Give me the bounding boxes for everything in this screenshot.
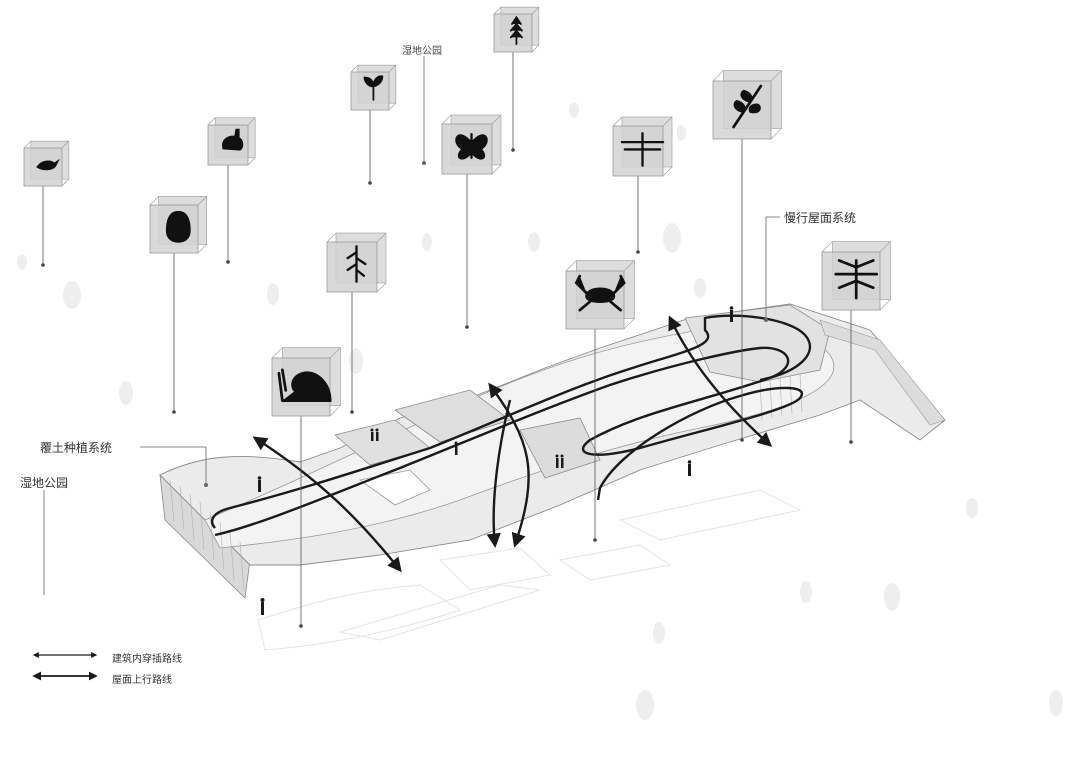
building-mass [159,303,946,599]
route-cross-arrows [252,315,773,573]
cube-front-face [493,13,533,53]
block-mid-3 [519,417,601,479]
arrow-center-2 [486,399,512,548]
cube-edges [712,70,782,140]
legend-item-interior-route: 建筑内穿插路线 [112,646,182,668]
species-cube-fern [821,241,891,444]
side-walkway [819,319,946,426]
species-cube-small-tree [326,232,387,414]
reed-icon [509,15,523,46]
snail-icon [277,368,332,402]
leader-dot [465,325,469,329]
leader-dot [299,624,303,628]
cube-front-face [350,71,390,111]
leader-dot [350,410,354,414]
legend-item-label: 建筑内穿插路线 [112,653,182,665]
beetle-icon [165,210,191,243]
leader-dot [849,440,853,444]
label-slow-roof-system: 慢行屋面系统 [784,211,857,225]
leader-dot [41,263,45,267]
species-cube-plant-sprout [350,64,397,185]
cube-edges [23,140,70,187]
leader-dot [593,538,597,542]
crab-icon [574,274,626,312]
cube-edges [207,117,256,166]
species-cube-bird [23,140,70,267]
species-cube-wheat [712,70,782,442]
leader-dot [172,410,176,414]
cube-edges [821,241,891,311]
background-trees [17,102,1063,720]
species-cube-snail [271,347,341,628]
leader-dot [226,260,230,264]
legend-item-label: 屋面上行路线 [112,674,172,686]
rabbit-icon [221,128,244,151]
label-soil-planting-system: 覆土种植系统 [40,441,113,455]
leader-dot [368,181,372,185]
site-ground [257,489,802,651]
legend-item-roof-route: 屋面上行路线 [112,667,182,689]
leader-dot [636,250,640,254]
arrow-right [668,315,773,447]
people [257,306,734,615]
cube-edges [271,347,341,417]
species-cube-reed [493,6,540,152]
cube-edges [350,64,397,111]
cube-front-face [441,123,493,175]
species-cube-rabbit [207,117,256,264]
wheat-icon [732,84,763,129]
leader-dot [511,148,515,152]
cube-edges [149,196,207,254]
cube-edges [441,114,502,175]
butterfly-icon [455,133,488,160]
leader-dot [740,438,744,442]
small-tree-icon [346,245,367,283]
legend: 建筑内穿插路线 屋面上行路线 [112,646,182,689]
facade-hatching [169,373,803,591]
species-cube-dragonfly [612,116,673,254]
bird-icon [36,158,60,171]
annotation-leaders [43,56,780,595]
cube-front-face [612,125,664,177]
cube-edges [326,232,387,293]
label-wetland-top: 湿地公园 [402,46,442,57]
arrow-left-diagonal [252,436,402,573]
legend-arrows [32,652,98,681]
cube-front-face [326,241,378,293]
species-cube-crab [565,260,635,542]
fern-icon [834,259,879,300]
species-cubes [23,6,891,628]
species-cube-butterfly [441,114,502,329]
label-wetland-left: 湿地公园 [20,476,69,490]
cube-edges [612,116,673,177]
arrow-center [488,382,530,548]
plant-sprout-icon [363,75,384,101]
cube-edges [565,260,635,330]
species-cube-beetle [149,196,207,414]
dragonfly-icon [620,132,665,167]
cube-edges [493,6,540,53]
